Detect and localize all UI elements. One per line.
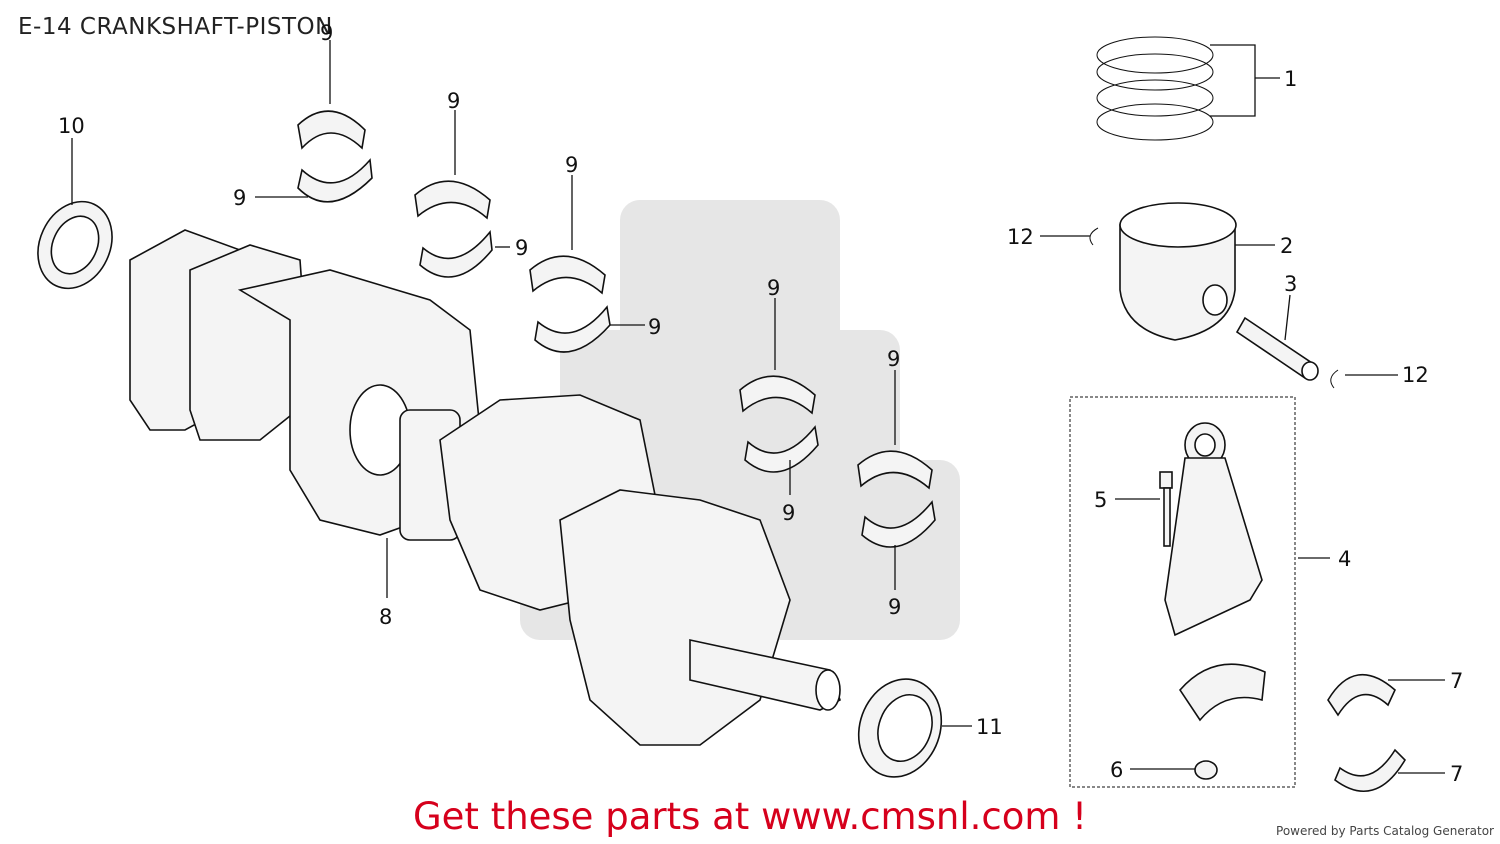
- callout-6: 6: [1110, 758, 1123, 782]
- callout-11: 11: [976, 715, 1003, 739]
- callout-1: 1: [1284, 67, 1297, 91]
- callout-9: 9: [233, 186, 246, 210]
- callout-2: 2: [1280, 234, 1293, 258]
- callout-9: 9: [888, 595, 901, 619]
- piston-pin[interactable]: [1235, 316, 1319, 381]
- rod-bearing-upper[interactable]: [1327, 674, 1396, 717]
- callout-8: 8: [379, 605, 392, 629]
- callout-7: 7: [1450, 762, 1463, 786]
- powered-by-footer: Powered by Parts Catalog Generator: [1276, 824, 1494, 838]
- callout-9: 9: [767, 276, 780, 300]
- connecting-rod[interactable]: [1164, 422, 1263, 637]
- piston-pin-clip-left[interactable]: [1089, 227, 1099, 246]
- rod-bearing-lower[interactable]: [1334, 748, 1407, 792]
- connecting-rod-assembly-box: [1069, 396, 1296, 788]
- callout-7: 7: [1450, 669, 1463, 693]
- connecting-rod-nut[interactable]: [1194, 760, 1218, 780]
- leader-lines: [71, 40, 1445, 774]
- cta-link[interactable]: Get these parts at www.cmsnl.com !: [412, 795, 1087, 838]
- callout-9: 9: [447, 89, 460, 113]
- page-title: E-14 CRANKSHAFT-PISTON: [18, 14, 333, 40]
- main-bearing-4[interactable]: [739, 375, 819, 473]
- callout-4: 4: [1338, 547, 1351, 571]
- piston-ring-set[interactable]: [1096, 36, 1214, 141]
- oil-seal-right[interactable]: [845, 667, 954, 788]
- piston[interactable]: [1119, 202, 1237, 341]
- callout-12: 12: [1402, 363, 1429, 387]
- main-bearing-1[interactable]: [297, 110, 373, 203]
- callout-3: 3: [1284, 272, 1297, 296]
- crankshaft[interactable]: [129, 229, 841, 746]
- main-bearing-3[interactable]: [529, 255, 611, 353]
- connecting-rod-bolt[interactable]: [1159, 471, 1173, 547]
- callout-5: 5: [1094, 488, 1107, 512]
- connecting-rod-cap[interactable]: [1178, 663, 1266, 722]
- callout-9: 9: [648, 315, 661, 339]
- callout-9: 9: [565, 153, 578, 177]
- oil-seal-left[interactable]: [24, 189, 125, 300]
- callout-9: 9: [515, 236, 528, 260]
- main-bearing-2[interactable]: [414, 180, 493, 278]
- main-bearing-5[interactable]: [857, 450, 936, 548]
- callout-9: 9: [887, 347, 900, 371]
- callout-9: 9: [782, 501, 795, 525]
- callout-9: 9: [320, 21, 333, 45]
- piston-pin-clip-right[interactable]: [1330, 369, 1339, 389]
- callout-10: 10: [58, 114, 85, 138]
- callout-12: 12: [1007, 225, 1034, 249]
